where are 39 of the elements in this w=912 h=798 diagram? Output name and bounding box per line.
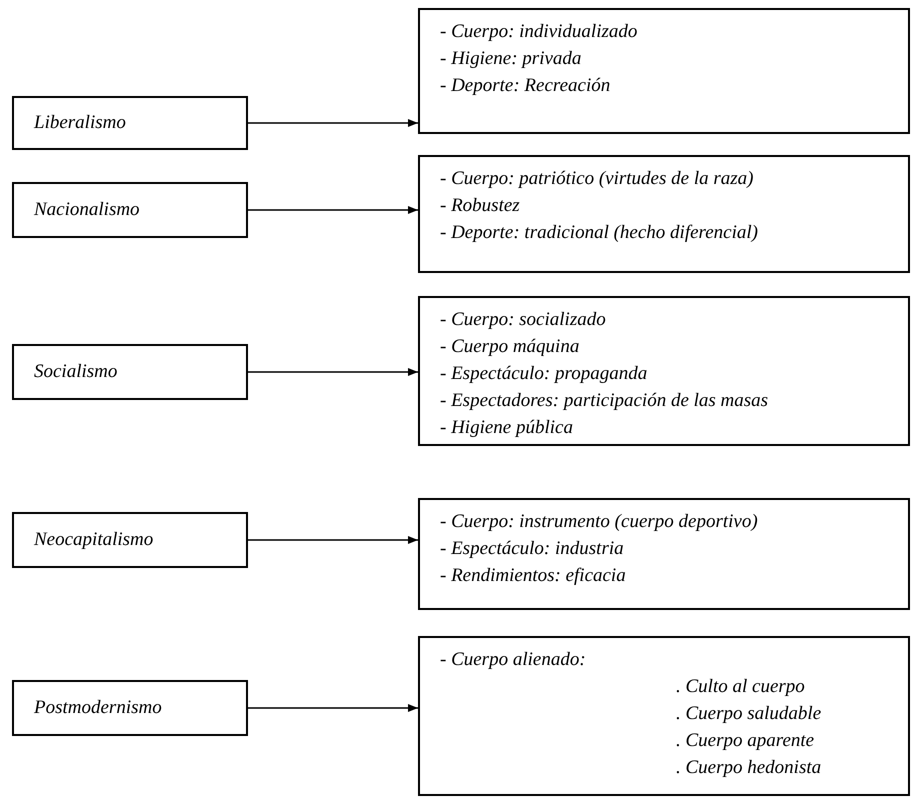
arrow <box>248 368 418 376</box>
ideology-box <box>12 512 248 568</box>
characteristics-box <box>418 296 910 446</box>
arrow <box>248 536 418 544</box>
arrow <box>248 119 418 127</box>
list-item-text: - Higiene: privada <box>440 47 582 71</box>
characteristics-box <box>418 636 910 796</box>
list-item-text: - Cuerpo: instrumento (cuerpo deportivo) <box>440 510 759 534</box>
ideology-box <box>12 182 248 238</box>
ideology-box <box>12 680 248 736</box>
list-item-text: - Cuerpo: individualizado <box>440 20 638 44</box>
ideology-label: Nacionalismo <box>34 199 140 221</box>
characteristics-box <box>418 498 910 610</box>
characteristics-box <box>418 8 910 134</box>
list-item-text: - Robustez <box>440 194 521 218</box>
list-item-text: - Deporte: tradicional (hecho diferencial) <box>440 221 759 245</box>
characteristics-box <box>418 155 910 273</box>
sub-item-text: . Cuerpo aparente <box>675 729 816 753</box>
arrow <box>248 704 418 712</box>
list-item-text: - Espectáculo: industria <box>440 537 625 561</box>
list-item-text: - Higiene pública <box>440 416 574 440</box>
list-item-text: - Cuerpo máquina <box>440 335 580 359</box>
ideology-label: Postmodernismo <box>34 697 162 719</box>
list-item-text: - Deporte: Recreación <box>440 74 612 98</box>
sub-item-text: . Cuerpo saludable <box>675 702 822 726</box>
ideology-label: Socialismo <box>34 361 118 383</box>
ideology-label: Liberalismo <box>34 112 126 134</box>
sub-item-text: . Cuerpo hedonista <box>675 756 822 780</box>
arrow <box>248 206 418 214</box>
ideology-box <box>12 344 248 400</box>
list-item-text: - Espectadores: participación de las masas <box>440 389 770 413</box>
list-item-text: - Cuerpo: socializado <box>440 308 607 332</box>
ideology-box <box>12 96 248 150</box>
list-item-text: - Cuerpo alienado: <box>440 648 587 672</box>
list-item-text: - Cuerpo: patriótico (virtudes de la raza) <box>440 167 754 191</box>
list-item-text: - Rendimientos: eficacia <box>440 564 627 588</box>
sub-item-text: . Culto al cuerpo <box>675 675 806 699</box>
list-item-text: - Espectáculo: propaganda <box>440 362 648 386</box>
ideology-label: Neocapitalismo <box>34 529 154 551</box>
